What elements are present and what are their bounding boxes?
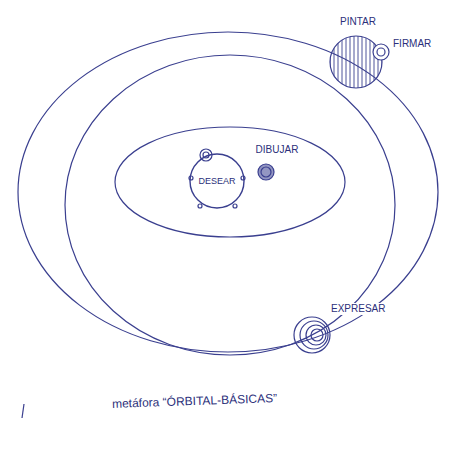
sun-circle: DESEAR bbox=[189, 153, 245, 209]
planet bbox=[300, 321, 328, 349]
moon bbox=[198, 204, 202, 208]
moon bbox=[373, 44, 389, 60]
planet bbox=[330, 36, 382, 88]
outer-orbit bbox=[18, 32, 438, 352]
planet bbox=[258, 164, 274, 180]
sun-circle-outline bbox=[190, 154, 244, 208]
planet bbox=[306, 325, 326, 345]
planet-label: EXPRESAR bbox=[330, 303, 386, 315]
node-text: FIRMAR bbox=[392, 38, 432, 50]
pen-mark bbox=[22, 404, 24, 418]
moon bbox=[233, 204, 237, 208]
planet bbox=[311, 329, 323, 341]
node-text: PINTAR bbox=[339, 16, 377, 28]
planet-label: PINTAR bbox=[339, 16, 377, 28]
node-text: EXPRESAR bbox=[330, 303, 386, 315]
planet bbox=[294, 317, 330, 353]
middle-orbit bbox=[65, 55, 395, 355]
node-text: DIBUJAR bbox=[255, 144, 300, 156]
node-text: DESEAR bbox=[197, 175, 236, 187]
planet-label: FIRMAR bbox=[392, 38, 432, 50]
planet bbox=[261, 167, 271, 177]
moon bbox=[377, 48, 385, 56]
inner-orbit bbox=[115, 127, 345, 237]
planet-label: DIBUJAR bbox=[255, 144, 300, 156]
caption: metáfora “ÓRBITAL-BÁSICAS” bbox=[112, 391, 278, 411]
